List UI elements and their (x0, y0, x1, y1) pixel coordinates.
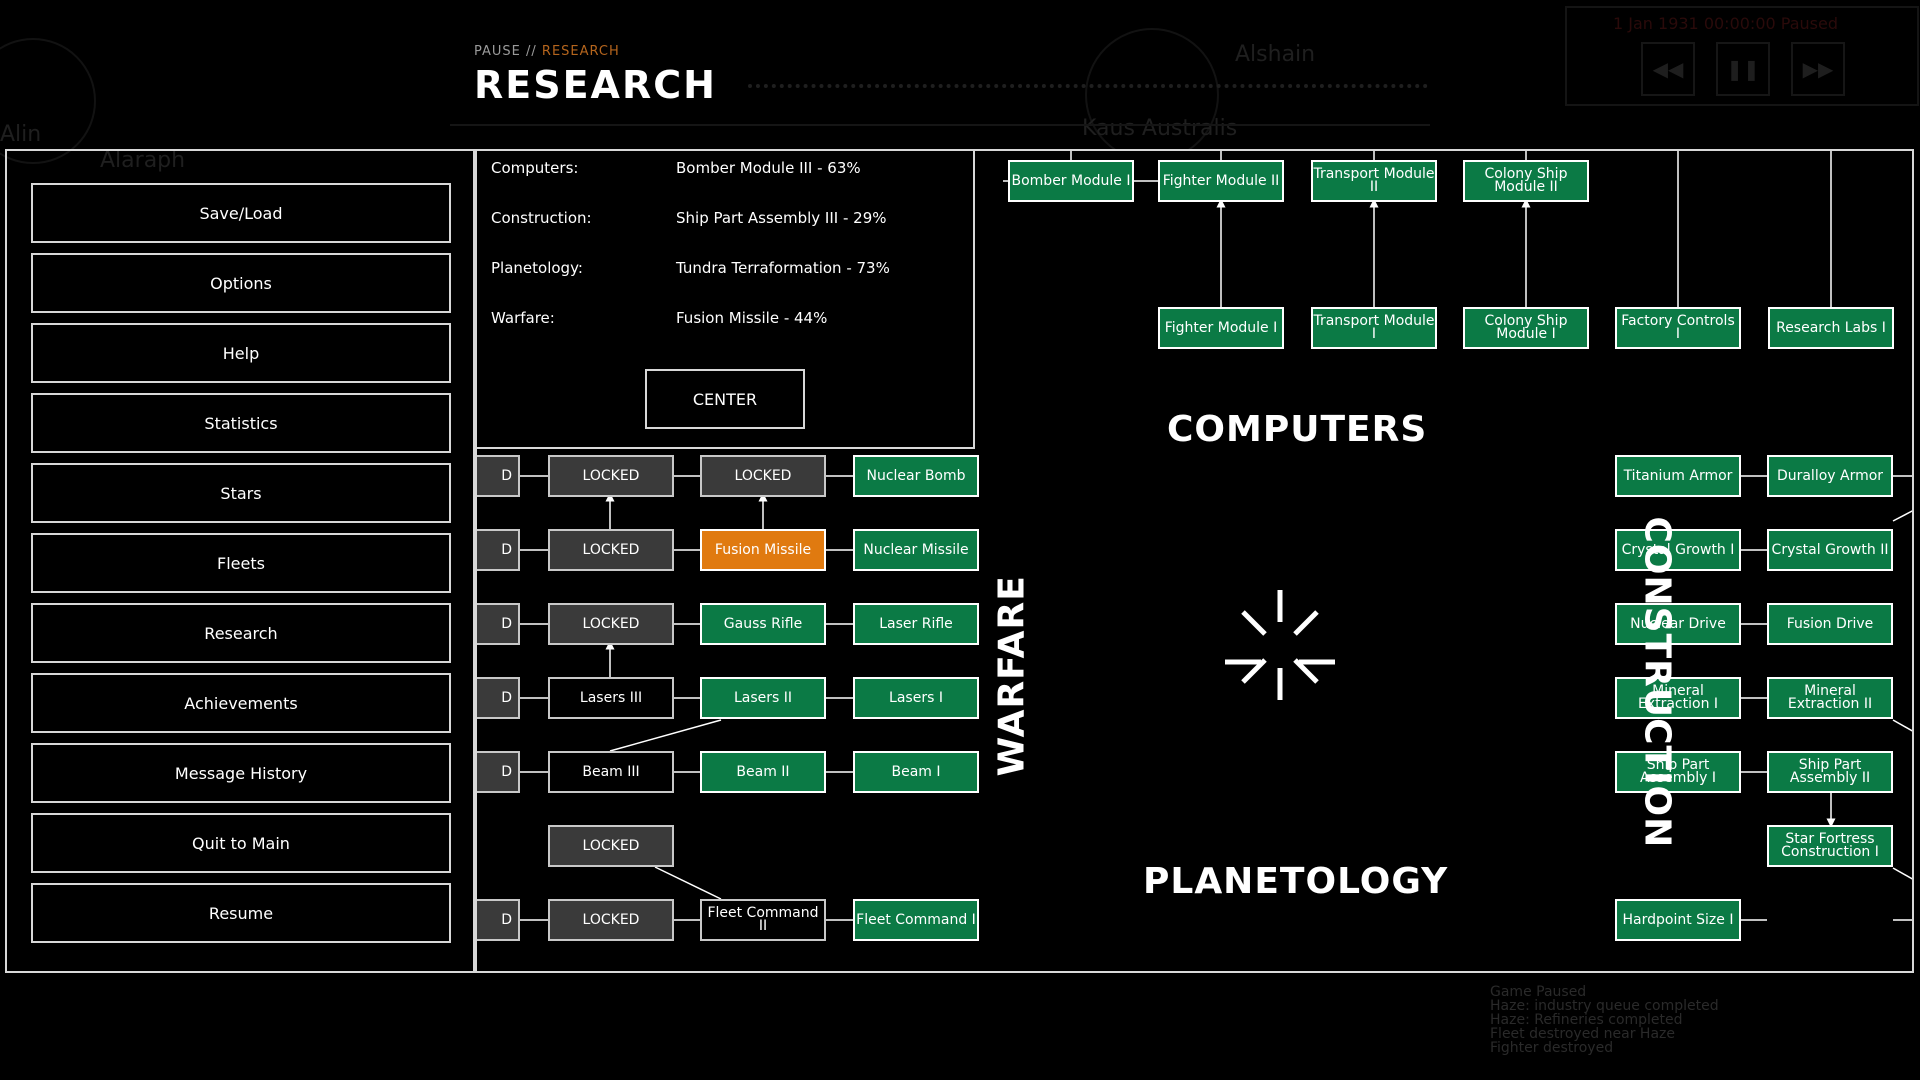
log-line: Haze: Refineries completed (1490, 1012, 1683, 1028)
tech-node-partial[interactable]: D (477, 455, 520, 497)
pause-menu-panel: Save/Load Options Help Statistics Stars … (5, 149, 475, 973)
tech-node-mineral-extraction-1[interactable]: Mineral Extraction I (1615, 677, 1741, 719)
tech-node-locked[interactable]: LOCKED (548, 825, 674, 867)
category-label-planetology: PLANETOLOGY (1143, 861, 1449, 902)
tech-node-titanium-armor[interactable]: Titanium Armor (1615, 455, 1741, 497)
category-label-warfare: WARFARE (991, 575, 1033, 777)
tech-node-fighter-module-2[interactable]: Fighter Module II (1158, 160, 1284, 202)
page-title: RESEARCH (474, 63, 717, 107)
log-line: Haze: industry queue completed (1490, 998, 1719, 1014)
pause-icon[interactable]: ❚❚ (1716, 42, 1770, 96)
log-line: Game Paused (1490, 984, 1587, 1000)
options-button[interactable]: Options (31, 253, 451, 313)
tech-node-crystal-growth-1[interactable]: Crystal Growth I (1615, 529, 1741, 571)
help-button[interactable]: Help (31, 323, 451, 383)
tech-node-beam-2[interactable]: Beam II (700, 751, 826, 793)
page-header: PAUSE // RESEARCH RESEARCH (474, 44, 717, 107)
tech-node-fleet-command-2[interactable]: Fleet Command II (700, 899, 826, 941)
message-history-button[interactable]: Message History (31, 743, 451, 803)
tech-node-lasers-1[interactable]: Lasers I (853, 677, 979, 719)
tech-node-locked[interactable]: LOCKED (700, 455, 826, 497)
tech-node-transport-module-1[interactable]: Transport Module I (1311, 307, 1437, 349)
background-star-name: Alshain (1235, 42, 1316, 67)
tech-node-partial[interactable]: D (477, 751, 520, 793)
tech-node-partial[interactable]: D (477, 529, 520, 571)
background-star-name: Alaraph (100, 148, 186, 173)
resume-button[interactable]: Resume (31, 883, 451, 943)
fast-forward-icon[interactable]: ▶▶ (1791, 42, 1845, 96)
status-field-construction: Construction: (491, 209, 592, 227)
tech-node-duralloy-armor[interactable]: Duralloy Armor (1767, 455, 1893, 497)
tech-node-colony-ship-module-2[interactable]: Colony Ship Module II (1463, 160, 1589, 202)
tech-node-star-fortress-construction-1[interactable]: Star Fortress Construction I (1767, 825, 1893, 867)
tech-node-transport-module-2[interactable]: Transport Module II (1311, 160, 1437, 202)
status-field-computers: Computers: (491, 159, 579, 177)
tech-node-locked[interactable]: LOCKED (548, 899, 674, 941)
tech-node-bomber-module-1[interactable]: Bomber Module I (1008, 160, 1134, 202)
time-controls: 1 Jan 1931 00:00:00 Paused ◀◀ ❚❚ ▶▶ (1565, 6, 1919, 106)
tech-node-partial[interactable]: D (477, 603, 520, 645)
tech-node-laser-rifle[interactable]: Laser Rifle (853, 603, 979, 645)
tech-node-beam-1[interactable]: Beam I (853, 751, 979, 793)
tech-node-beam-3[interactable]: Beam III (548, 751, 674, 793)
quit-to-main-button[interactable]: Quit to Main (31, 813, 451, 873)
center-button[interactable]: CENTER (645, 369, 805, 429)
tech-node-fleet-command-1[interactable]: Fleet Command I (853, 899, 979, 941)
tech-node-gauss-rifle[interactable]: Gauss Rifle (700, 603, 826, 645)
status-value-warfare: Fusion Missile - 44% (676, 309, 828, 327)
tech-node-mineral-extraction-2[interactable]: Mineral Extraction II (1767, 677, 1893, 719)
save-load-button[interactable]: Save/Load (31, 183, 451, 243)
breadcrumb-current: RESEARCH (541, 44, 620, 59)
header-divider (450, 124, 1430, 126)
research-status-panel: Computers: Bomber Module III - 63% Const… (475, 149, 975, 449)
status-field-warfare: Warfare: (491, 309, 555, 327)
background-star-name: Kaus Australis (1082, 116, 1238, 141)
tech-node-lasers-2[interactable]: Lasers II (700, 677, 826, 719)
tech-node-nuclear-missile[interactable]: Nuclear Missile (853, 529, 979, 571)
stars-button[interactable]: Stars (31, 463, 451, 523)
tree-connectors (520, 151, 1912, 921)
tech-node-locked[interactable]: LOCKED (548, 603, 674, 645)
tech-node-ship-part-assembly-1[interactable]: Ship Part Assembly I (1615, 751, 1741, 793)
fleets-button[interactable]: Fleets (31, 533, 451, 593)
tech-node-fusion-missile[interactable]: Fusion Missile (700, 529, 826, 571)
tech-node-ship-part-assembly-2[interactable]: Ship Part Assembly II (1767, 751, 1893, 793)
tech-node-colony-ship-module-1[interactable]: Colony Ship Module I (1463, 307, 1589, 349)
tech-node-partial[interactable]: D (477, 677, 520, 719)
category-label-construction: CONSTRUCTION (1636, 516, 1678, 849)
tech-node-locked[interactable]: LOCKED (548, 455, 674, 497)
background-star-name: Alin (0, 122, 42, 147)
category-label-computers: COMPUTERS (1167, 409, 1428, 450)
tech-node-locked[interactable]: LOCKED (548, 529, 674, 571)
status-value-computers: Bomber Module III - 63% (676, 159, 861, 177)
breadcrumb-prefix[interactable]: PAUSE // (474, 44, 537, 59)
tech-node-fighter-module-1[interactable]: Fighter Module I (1158, 307, 1284, 349)
title-divider (748, 84, 1428, 88)
game-date: 1 Jan 1931 00:00:00 Paused (1613, 14, 1838, 33)
rewind-icon[interactable]: ◀◀ (1641, 42, 1695, 96)
status-field-planetology: Planetology: (491, 259, 583, 277)
tech-node-lasers-3[interactable]: Lasers III (548, 677, 674, 719)
tech-node-partial[interactable]: D (477, 899, 520, 941)
tech-node-nuclear-bomb[interactable]: Nuclear Bomb (853, 455, 979, 497)
research-button[interactable]: Research (31, 603, 451, 663)
achievements-button[interactable]: Achievements (31, 673, 451, 733)
background-star-ring (1085, 28, 1219, 162)
loading-spinner-icon (1225, 590, 1335, 700)
statistics-button[interactable]: Statistics (31, 393, 451, 453)
tech-node-factory-controls-1[interactable]: Factory Controls I (1615, 307, 1741, 349)
log-line: Fighter destroyed (1490, 1040, 1614, 1056)
tech-node-nuclear-drive[interactable]: Nuclear Drive (1615, 603, 1741, 645)
tech-node-hardpoint-size-1[interactable]: Hardpoint Size I (1615, 899, 1741, 941)
message-log: Game Paused Haze: industry queue complet… (1490, 985, 1719, 1055)
tech-node-crystal-growth-2[interactable]: Crystal Growth II (1767, 529, 1893, 571)
breadcrumb: PAUSE // RESEARCH (474, 44, 717, 59)
status-value-planetology: Tundra Terraformation - 73% (676, 259, 890, 277)
tech-node-research-labs-1[interactable]: Research Labs I (1768, 307, 1894, 349)
log-line: Fleet destroyed near Haze (1490, 1026, 1675, 1042)
tech-node-fusion-drive[interactable]: Fusion Drive (1767, 603, 1893, 645)
status-value-construction: Ship Part Assembly III - 29% (676, 209, 887, 227)
